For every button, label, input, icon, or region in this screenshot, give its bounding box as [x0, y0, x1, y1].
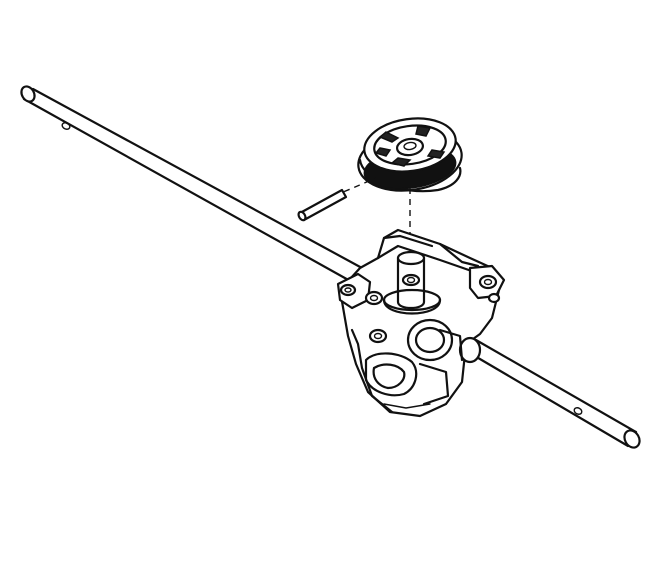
gearbox-housing: [336, 228, 506, 418]
drive-axle-left: [20, 85, 364, 284]
assembly-axis: [333, 177, 411, 252]
drive-pulley: [357, 117, 463, 193]
drive-axle-right: [466, 338, 641, 449]
roll-pin: [297, 188, 348, 222]
